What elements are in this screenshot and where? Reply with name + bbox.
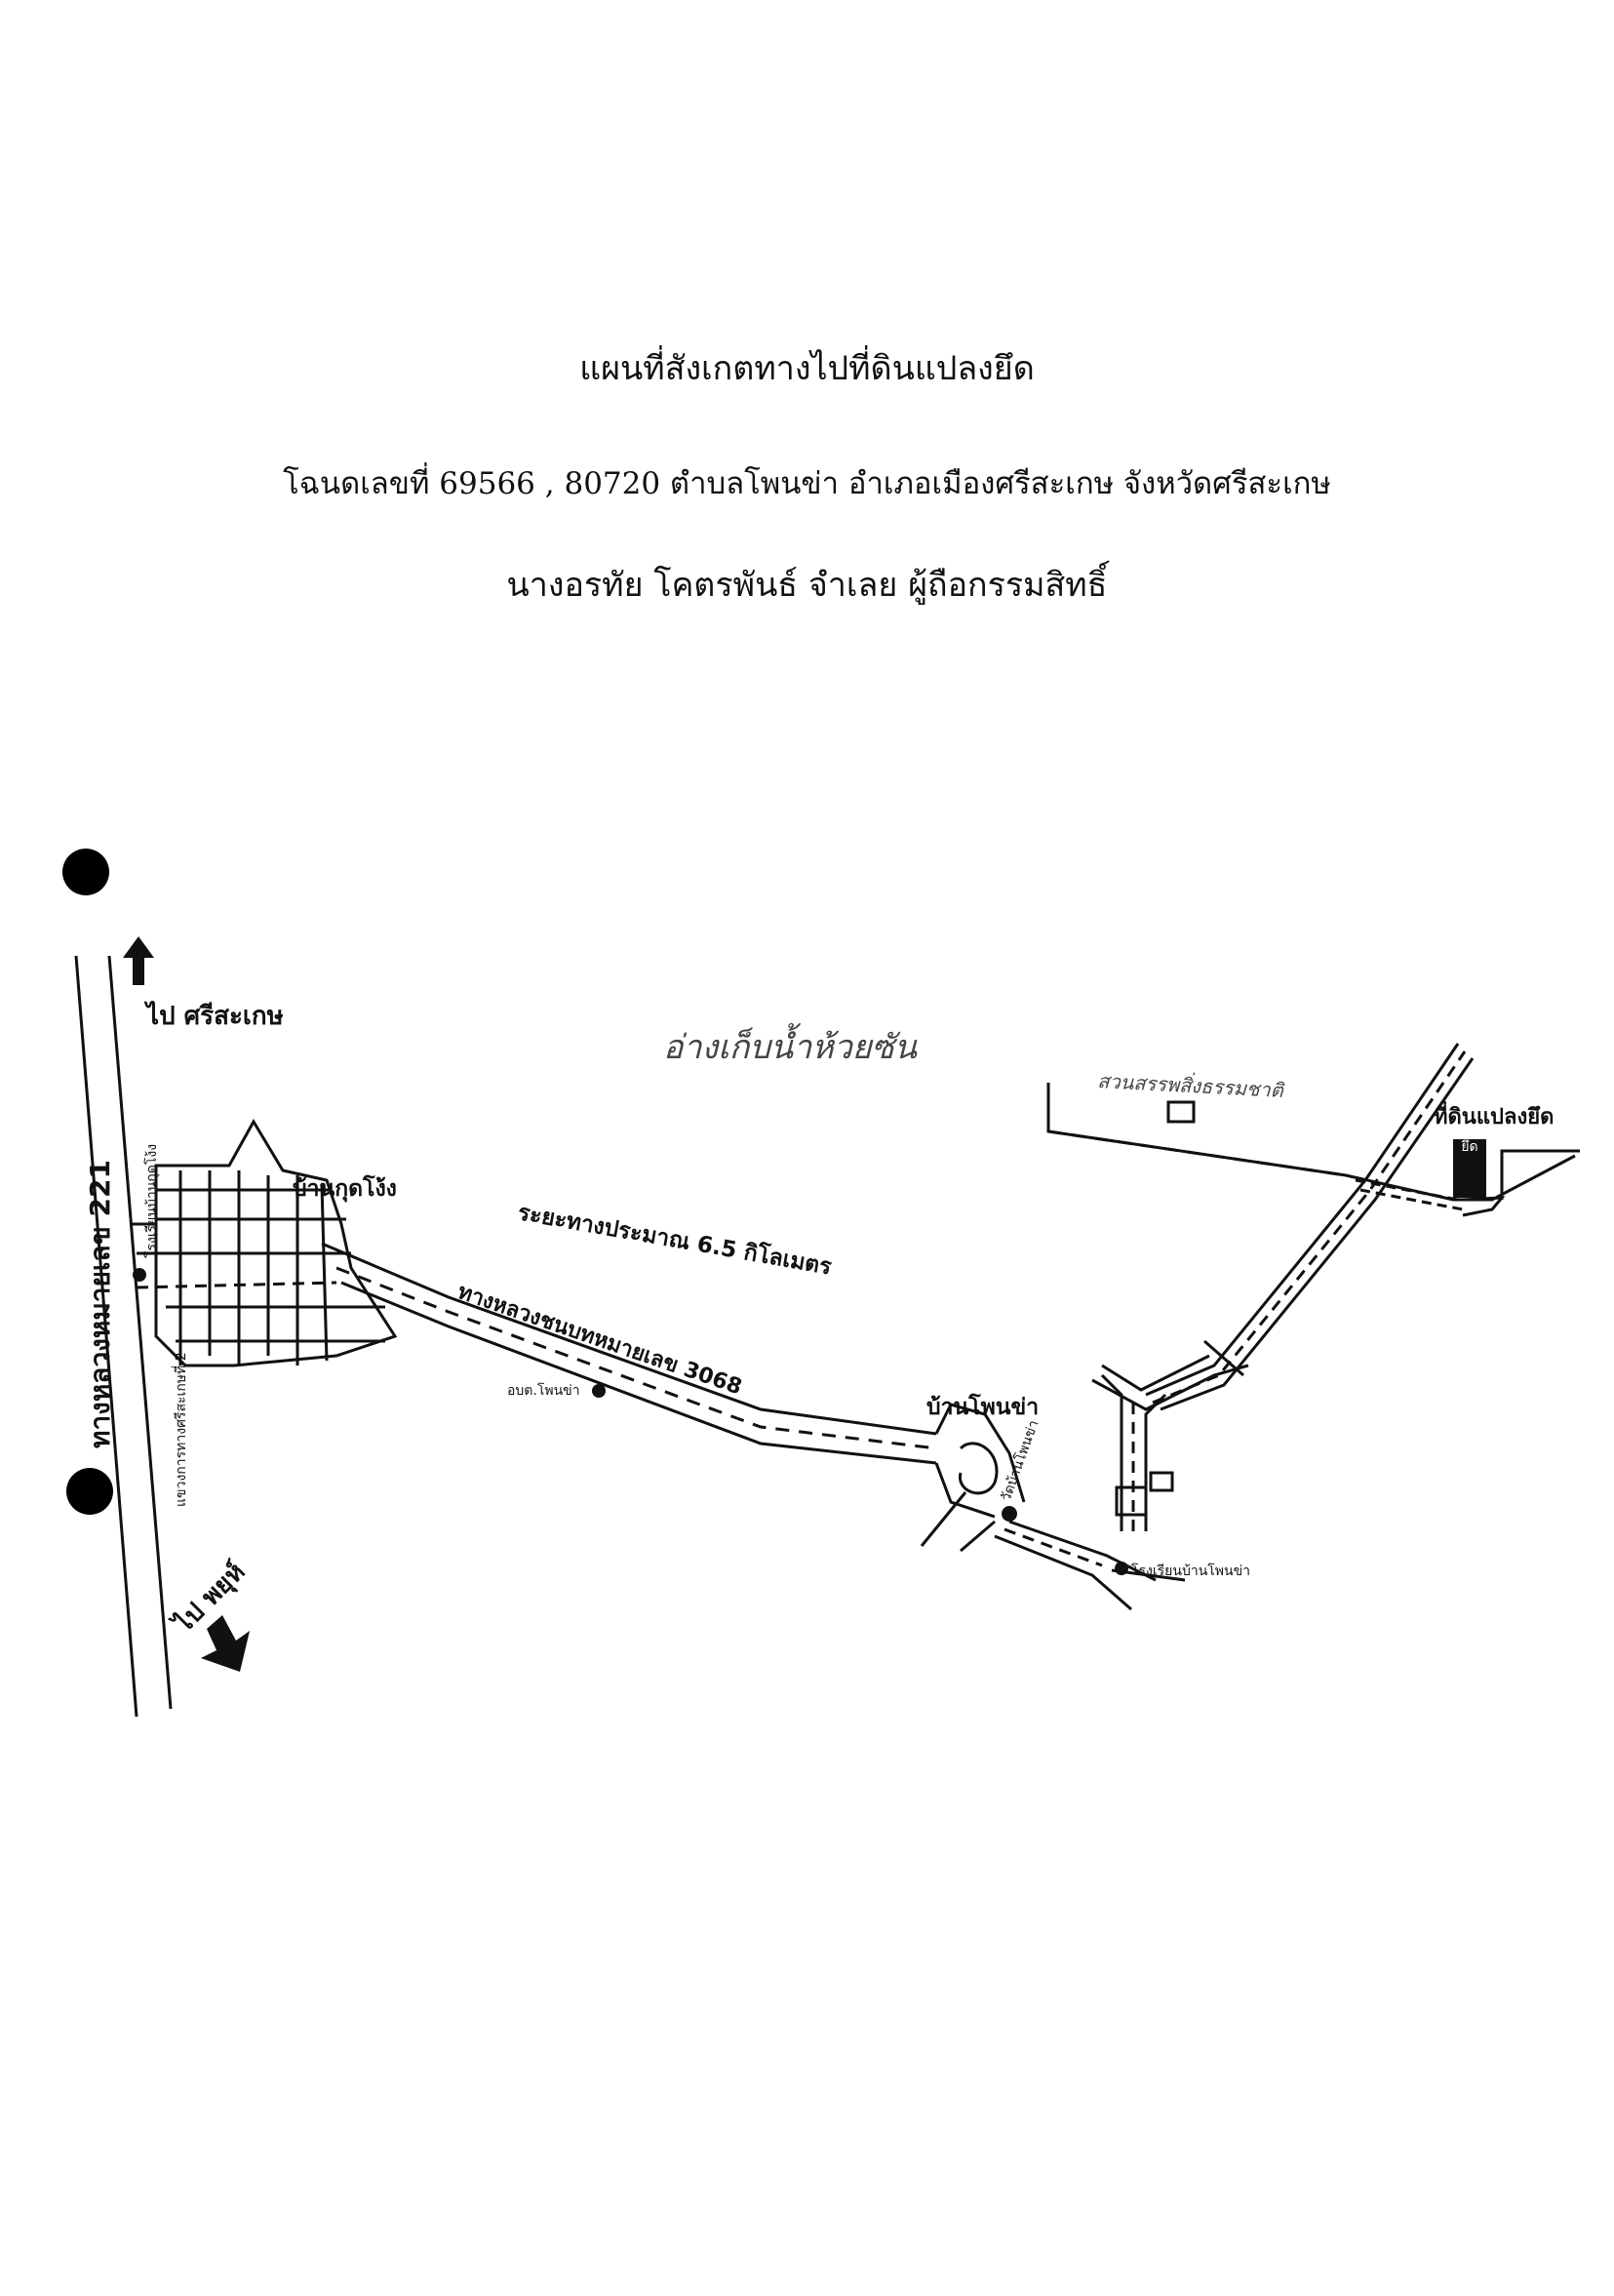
school-kudngong-dot (133, 1268, 146, 1282)
deed-line: โฉนดเลขที่ 69566 , 80720 ตำบลโพนข่า อำเภ… (283, 466, 1331, 501)
target-parcel-label: ยึด (1461, 1139, 1477, 1155)
rural-road-lower-edge (340, 1281, 937, 1465)
park-building (1166, 1100, 1196, 1124)
owner-line: นางอรทัย โคตรพันธ์ จำเลย ผู้ถือกรรมสิทธิ… (506, 566, 1108, 605)
label-highway-221: ทางหลวงหมายเลข 221 (84, 1160, 116, 1448)
highway-221-left-edge (74, 955, 138, 1718)
highway-221-right-edge (107, 955, 173, 1710)
temple-dot (1002, 1506, 1017, 1522)
target-parcel (1453, 1139, 1486, 1198)
side-spur (1203, 1339, 1244, 1377)
label-village-phonkha: บ้านโพนข่า (926, 1393, 1039, 1420)
label-to-sisaket: ไป ศรีสะเกษ (143, 1000, 284, 1031)
map-title: แผนที่สังเกตทางไปที่ดินแปลงยึด (579, 349, 1035, 388)
ne-road-centre (1152, 1050, 1467, 1405)
ne-road-lower (1160, 1057, 1475, 1411)
village-kudngong-grid (132, 1119, 398, 1367)
tao-office-dot (592, 1384, 606, 1398)
punch-hole-bottom (66, 1468, 113, 1515)
ne-road-upper (1145, 1043, 1460, 1397)
label-tao-office: อบต.โพนข่า (507, 1382, 580, 1399)
label-school: โรงเรียนบ้านโพนข่า (1131, 1563, 1250, 1579)
label-highway-office: แขวงการทางศรีสะเกษที่ 2 (172, 1352, 189, 1507)
rural-road-centre (335, 1266, 937, 1450)
south-arrow-icon (201, 1615, 250, 1672)
target-boundary (1500, 1149, 1580, 1200)
label-park: สวนสรรพสิ่งธรรมชาติ (1097, 1067, 1286, 1102)
school-dot (1115, 1562, 1128, 1575)
location-map: ยึด ไป ศรีสะเกษ ไป พยุห์ ทางหลวงหมายเลข … (74, 936, 1580, 1718)
village-dashed-road (136, 1281, 337, 1289)
rural-road-upper-edge (321, 1242, 937, 1436)
label-target: ที่ดินแปลงยึด (1434, 1100, 1554, 1129)
target-access (1462, 1196, 1506, 1217)
label-reservoir: อ่างเก็บน้ำห้วยซัน (663, 1022, 918, 1067)
label-village-kudngong: บ้านกุดโง้ง (293, 1174, 397, 1203)
label-distance: ระยะทางประมาณ 6.5 กิโลเมตร (516, 1198, 835, 1280)
label-school-kudngong: โรงเรียนบ้านกุดโง้ง (143, 1144, 160, 1258)
north-arrow-icon (123, 936, 154, 985)
park-road (1046, 1083, 1576, 1202)
punch-hole-top (62, 849, 109, 895)
